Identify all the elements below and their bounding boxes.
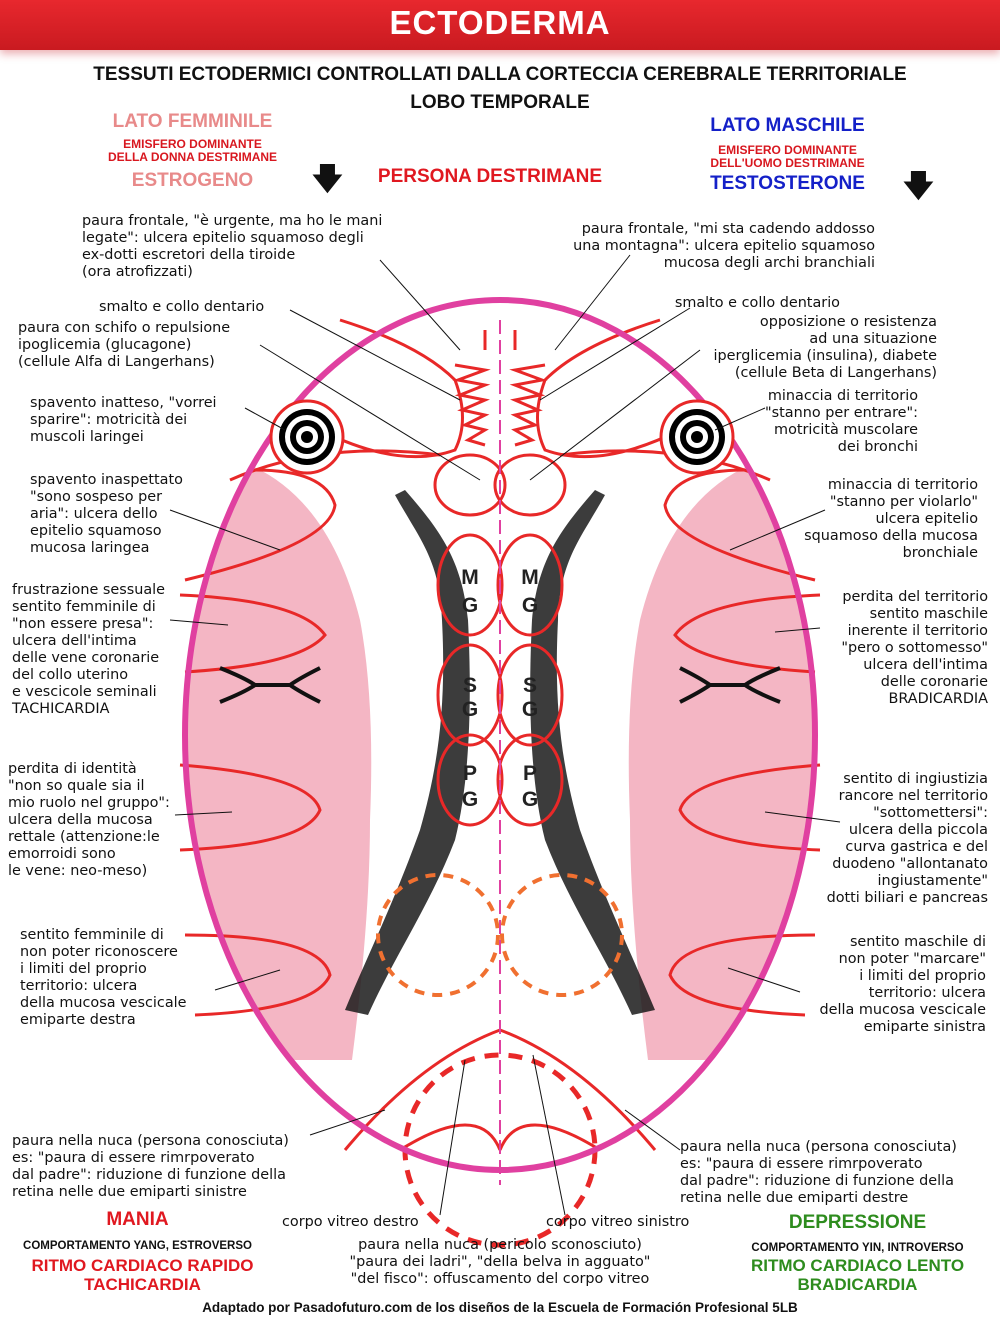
label-vitreo-destro: corpo vitreo destro (282, 1214, 419, 1230)
right-vessel-icon (679, 666, 781, 704)
gland-letter: M (461, 566, 479, 589)
label-right-ingiustizia: sentito di ingiustizia rancore nel terri… (826, 771, 988, 906)
label-left-frustrazione: frustrazione sessuale sentito femminile … (12, 582, 166, 717)
gland-letter: G (462, 594, 478, 617)
left-vessel-icon (219, 666, 321, 704)
label-left-spavento-inatteso: spavento inatteso, "vorrei sparire": mot… (30, 395, 217, 445)
orange-dashed-circles (376, 873, 624, 997)
gland-letter: S (523, 674, 537, 697)
label-right-marcare: sentito maschile di non poter "marcare" … (819, 934, 986, 1035)
label-nuca-center: paura nella nuca (pericolo sconosciuto) … (349, 1237, 651, 1287)
label-left-schifo: paura con schifo o repulsione ipoglicemi… (18, 320, 231, 370)
label-left-identita: perdita di identità "non so quale sia il… (8, 761, 170, 879)
label-right-minaccia-entrare: minaccia di territorio "stanno per entra… (765, 388, 918, 455)
gland-letter: P (523, 762, 537, 785)
down-arrow-icon: 🡇 (312, 162, 343, 197)
footer-credit: Adaptado por Pasadofuturo.com de los dis… (202, 1300, 798, 1315)
female-side-title: LATO FEMMINILE (112, 111, 273, 132)
male-emisfero-label: EMISFERO DOMINANTE DELL'UOMO DESTRIMANE (710, 143, 865, 170)
label-right-minaccia-violarlo: minaccia di territorio "stanno per viola… (804, 477, 978, 561)
label-left-limiti: sentito femminile di non poter riconosce… (20, 927, 187, 1028)
label-right-nuca: paura nella nuca (persona conosciuta) es… (680, 1139, 957, 1206)
center-label: PERSONA DESTRIMANE (377, 166, 603, 187)
subtitle-line-2: LOBO TEMPORALE (410, 92, 590, 113)
header-banner (0, 0, 1000, 50)
label-right-opposizione: opposizione o resistenza ad una situazio… (713, 314, 937, 381)
label-right-smalto: smalto e collo dentario (674, 295, 840, 311)
label-right-perdita: perdita del territorio sentito maschile … (841, 589, 988, 707)
gland-letter: G (522, 788, 538, 811)
mania-comportamento: COMPORTAMENTO YANG, ESTROVERSO (23, 1240, 252, 1252)
mania-label: MANIA (106, 1209, 169, 1230)
down-arrow-icon: 🡇 (903, 169, 934, 204)
label-right-paura-frontale: paura frontale, "mi sta cadendo addosso … (573, 221, 875, 271)
female-emisfero-label: EMISFERO DOMINANTE DELLA DONNA DESTRIMAN… (107, 137, 278, 164)
gland-letter: S (463, 674, 477, 697)
subtitle-line-1: TESSUTI ECTODERMICI CONTROLLATI DALLA CO… (93, 64, 907, 85)
gland-letter: G (522, 698, 538, 721)
gland-letter: M (521, 566, 539, 589)
gland-letter: G (462, 788, 478, 811)
depressione-label: DEPRESSIONE (788, 1212, 927, 1233)
mania-ritmo: RITMO CARDIACO RAPIDO TACHICARDIA (31, 1256, 254, 1294)
right-target-icon (659, 399, 735, 475)
female-hormone: ESTROGENO (131, 170, 254, 191)
male-hormone: TESTOSTERONE (710, 173, 865, 194)
label-left-nuca: paura nella nuca (persona conosciuta) es… (12, 1133, 289, 1200)
male-side-title: LATO MASCHILE (710, 115, 865, 136)
page-title: ECTODERMA (389, 4, 611, 41)
gland-letter: P (463, 762, 477, 785)
outer-oval (182, 297, 818, 1173)
gland-letter: G (462, 698, 478, 721)
depressione-comportamento: COMPORTAMENTO YIN, INTROVERSO (751, 1242, 964, 1254)
depressione-ritmo: RITMO CARDIACO LENTO BRADICARDIA (750, 1256, 965, 1294)
gland-letter: G (522, 594, 538, 617)
leader-lines (169, 254, 841, 1216)
left-target-icon (269, 399, 345, 475)
label-vitreo-sinistro: corpo vitreo sinistro (546, 1214, 690, 1230)
label-left-paura-frontale: paura frontale, "è urgente, ma ho le man… (82, 213, 383, 280)
label-left-spavento-inaspettato: spavento inaspettato "sono sospeso per a… (30, 472, 183, 556)
label-left-smalto: smalto e collo dentario (99, 299, 265, 315)
